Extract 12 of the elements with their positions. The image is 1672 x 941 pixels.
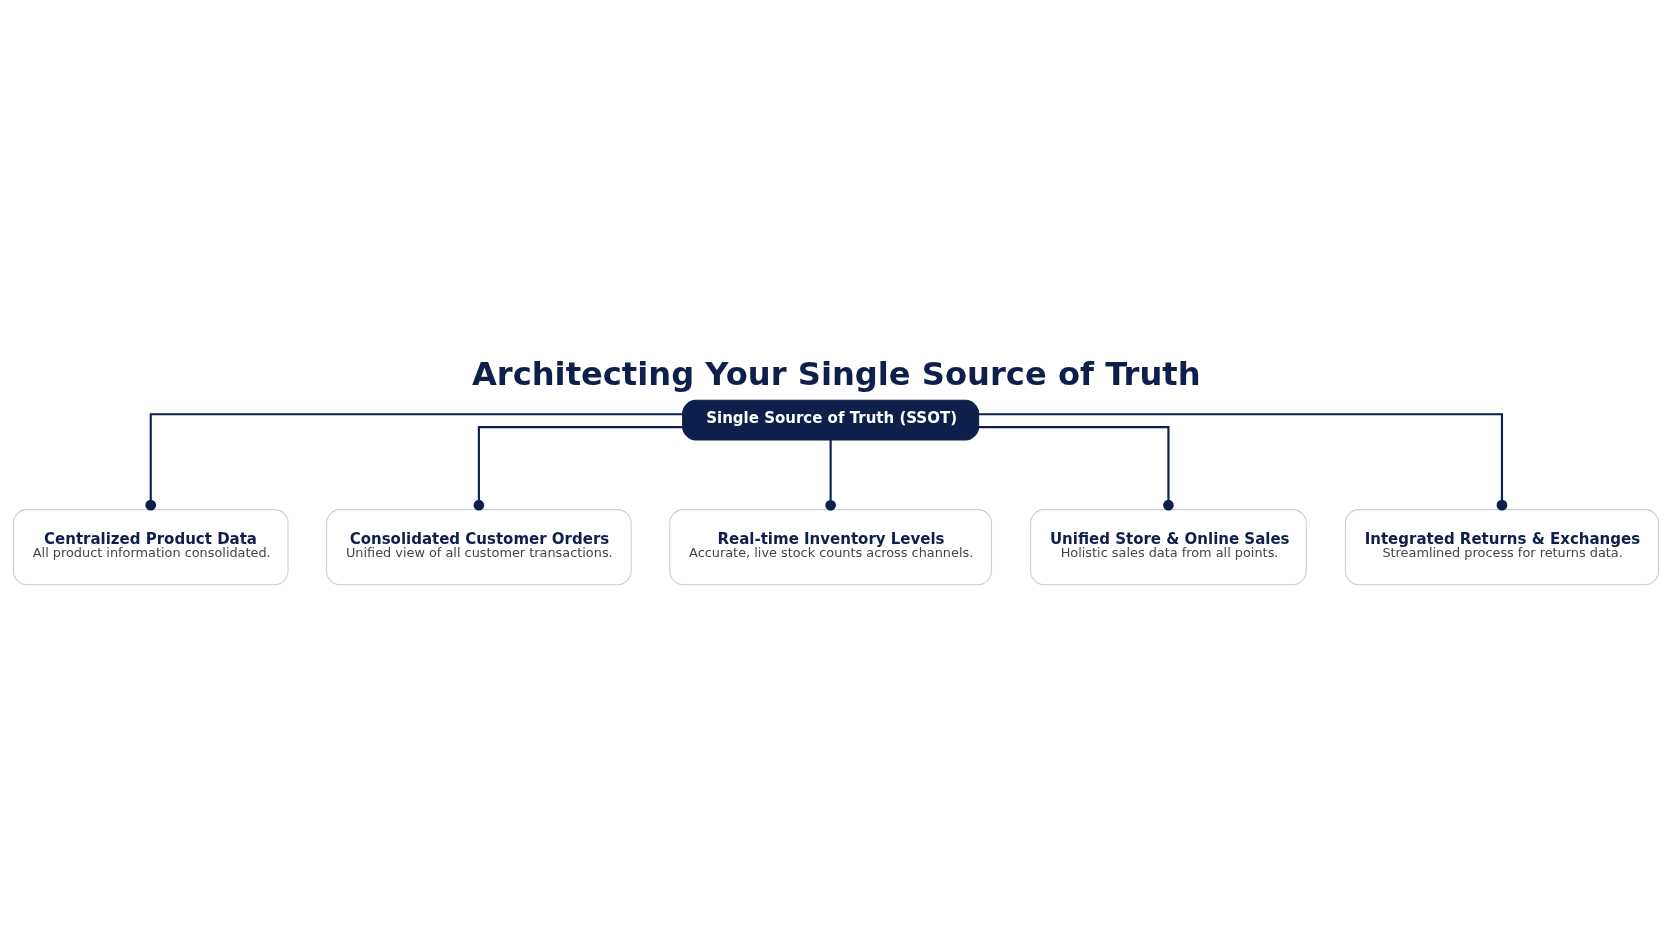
connector: [978, 413, 1508, 511]
node-box: Integrated Returns & Exchanges Streamlined process for returns data.: [1344, 509, 1660, 586]
connector: [978, 426, 1174, 511]
diagram-title: Architecting Your Single Source of Truth: [471, 355, 1201, 394]
node-box: Centralized Product Data All product information consolidated.: [12, 509, 289, 586]
connector: [145, 413, 683, 511]
node-box: Single Source of Truth (SSOT): [682, 399, 980, 441]
connector: [473, 426, 683, 511]
node-box: Real-time Inventory Levels Accurate, live stock counts across channels.: [669, 509, 993, 586]
connector: [825, 439, 836, 511]
node-box: Unified Store & Online Sales Holistic sales data from all points.: [1030, 509, 1307, 586]
node-box: Consolidated Customer Orders Unified view of all customer transactions.: [326, 509, 632, 586]
